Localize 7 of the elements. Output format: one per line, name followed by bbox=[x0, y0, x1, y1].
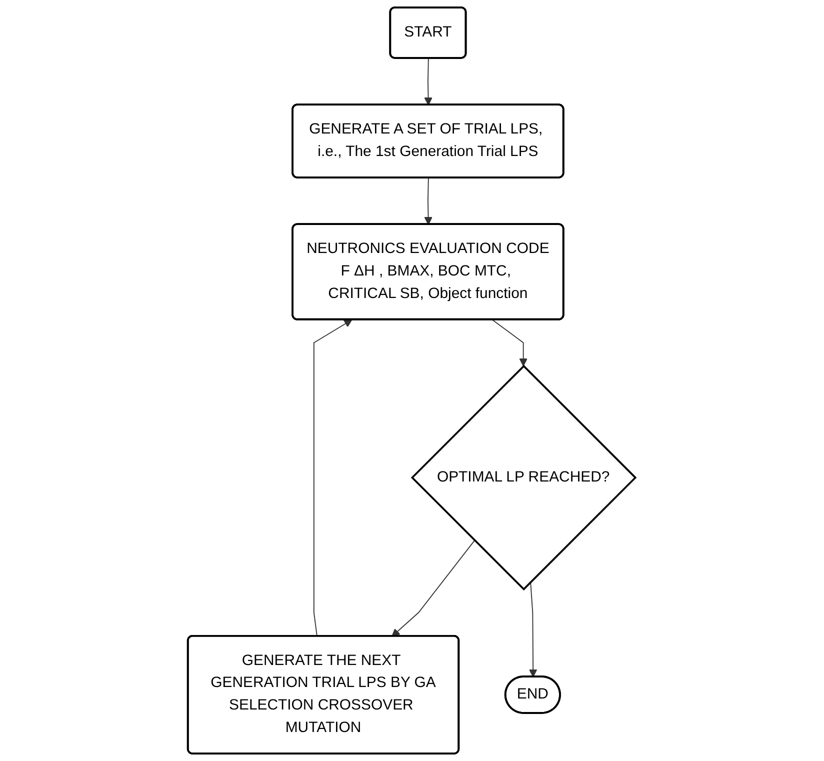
arrow bbox=[492, 319, 528, 366]
arrow bbox=[314, 319, 353, 637]
arrow bbox=[529, 582, 538, 678]
arrow bbox=[424, 58, 433, 106]
arrow bbox=[392, 540, 476, 637]
node-diamond: OPTIMAL LP REACHED? bbox=[411, 364, 638, 590]
arrow bbox=[424, 177, 433, 225]
